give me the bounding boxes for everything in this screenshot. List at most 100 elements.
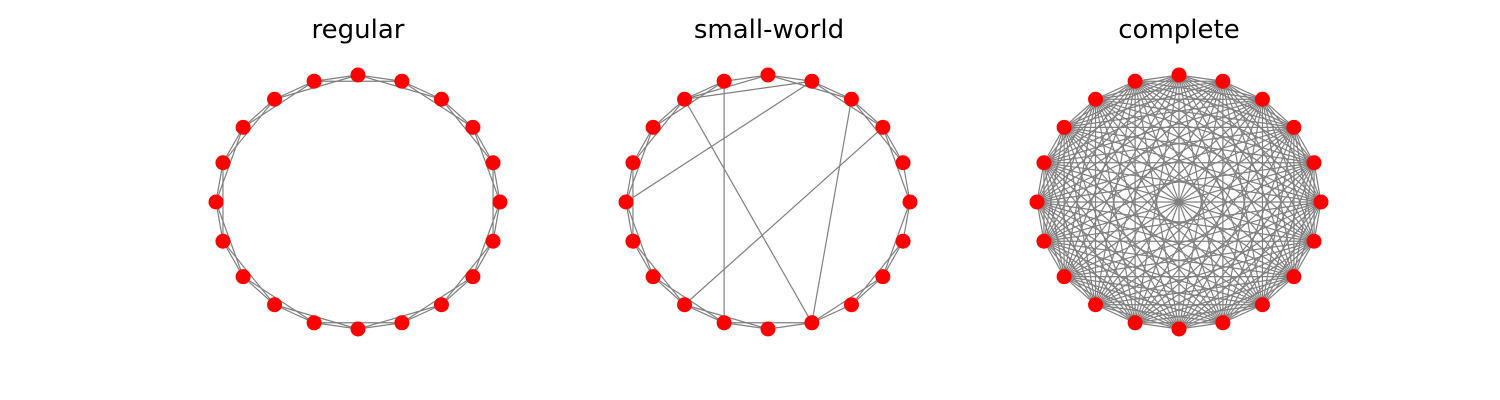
edge (1178, 74, 1224, 323)
edge (1134, 80, 1315, 164)
node (1036, 233, 1052, 249)
edge (1036, 201, 1097, 306)
edge (1178, 81, 1224, 330)
node (843, 91, 859, 107)
graph-regular (208, 67, 508, 337)
node (465, 269, 481, 285)
edge (1043, 240, 1224, 324)
node (1313, 194, 1329, 210)
node (1306, 155, 1322, 171)
edge (1134, 276, 1295, 324)
node (1171, 321, 1187, 337)
edge (1261, 99, 1295, 277)
edge (1043, 162, 1065, 277)
edge (1261, 201, 1322, 306)
panel-title-regular: regular (311, 15, 405, 45)
edge (1043, 240, 1263, 306)
edge (1036, 201, 1180, 330)
edge (1135, 304, 1263, 324)
edge (1135, 80, 1263, 100)
edge (1095, 98, 1294, 128)
node (1171, 67, 1187, 83)
node (895, 155, 911, 171)
edge (1261, 127, 1295, 305)
node (804, 73, 820, 89)
node (215, 233, 231, 249)
node (1215, 315, 1231, 331)
node (1306, 233, 1322, 249)
edge (1178, 201, 1322, 330)
edge (1043, 127, 1065, 242)
edge (1222, 80, 1315, 164)
graph-complete (1029, 67, 1329, 337)
edge (1036, 201, 1136, 324)
edge (1063, 126, 1315, 242)
edge (1043, 80, 1224, 164)
node (267, 91, 283, 107)
edge (1261, 99, 1315, 242)
edge (1095, 98, 1295, 278)
edge (1036, 201, 1224, 324)
node (1036, 155, 1052, 171)
node (618, 194, 634, 210)
node (306, 315, 322, 331)
edge (1043, 80, 1136, 242)
node (645, 119, 661, 135)
node (677, 297, 693, 313)
graph-small-world (618, 67, 918, 337)
edge (1178, 74, 1322, 203)
node (804, 315, 820, 331)
edge (1043, 201, 1322, 242)
edge (1178, 74, 1315, 242)
node (350, 67, 366, 83)
edge (1178, 276, 1295, 330)
edge (1036, 201, 1315, 242)
edge (1178, 240, 1315, 330)
edge (1064, 276, 1263, 306)
node (1215, 73, 1231, 89)
edge (1134, 80, 1263, 306)
node (1127, 73, 1143, 89)
edge (811, 99, 853, 323)
edge (625, 80, 813, 203)
edge (1134, 80, 1295, 278)
edge (1043, 126, 1295, 242)
node (1127, 315, 1143, 331)
edge (1063, 276, 1224, 324)
edge (1178, 74, 1295, 277)
node (433, 91, 449, 107)
node (208, 194, 224, 210)
edge (1134, 74, 1180, 323)
node (716, 73, 732, 89)
edge (1043, 162, 1295, 278)
edge (1095, 80, 1224, 306)
node (677, 91, 693, 107)
node (485, 233, 501, 249)
edge (1134, 240, 1315, 324)
edge (1095, 304, 1223, 324)
edge (1095, 276, 1294, 306)
node (1029, 194, 1045, 210)
edge (1222, 240, 1315, 324)
node (350, 321, 366, 337)
edge (1261, 98, 1322, 203)
edge (1178, 74, 1264, 305)
edge (1063, 98, 1263, 278)
node (760, 67, 776, 83)
edge (1063, 276, 1180, 330)
node (716, 315, 732, 331)
node (1056, 119, 1072, 135)
node (492, 194, 508, 210)
edge (1043, 162, 1136, 324)
node (875, 269, 891, 285)
node (465, 119, 481, 135)
edge (1036, 74, 1180, 203)
node (1254, 297, 1270, 313)
edge (1134, 80, 1315, 242)
node (875, 119, 891, 135)
edge (1178, 74, 1295, 128)
edge (1043, 162, 1097, 305)
node (645, 269, 661, 285)
edge (1063, 99, 1097, 277)
